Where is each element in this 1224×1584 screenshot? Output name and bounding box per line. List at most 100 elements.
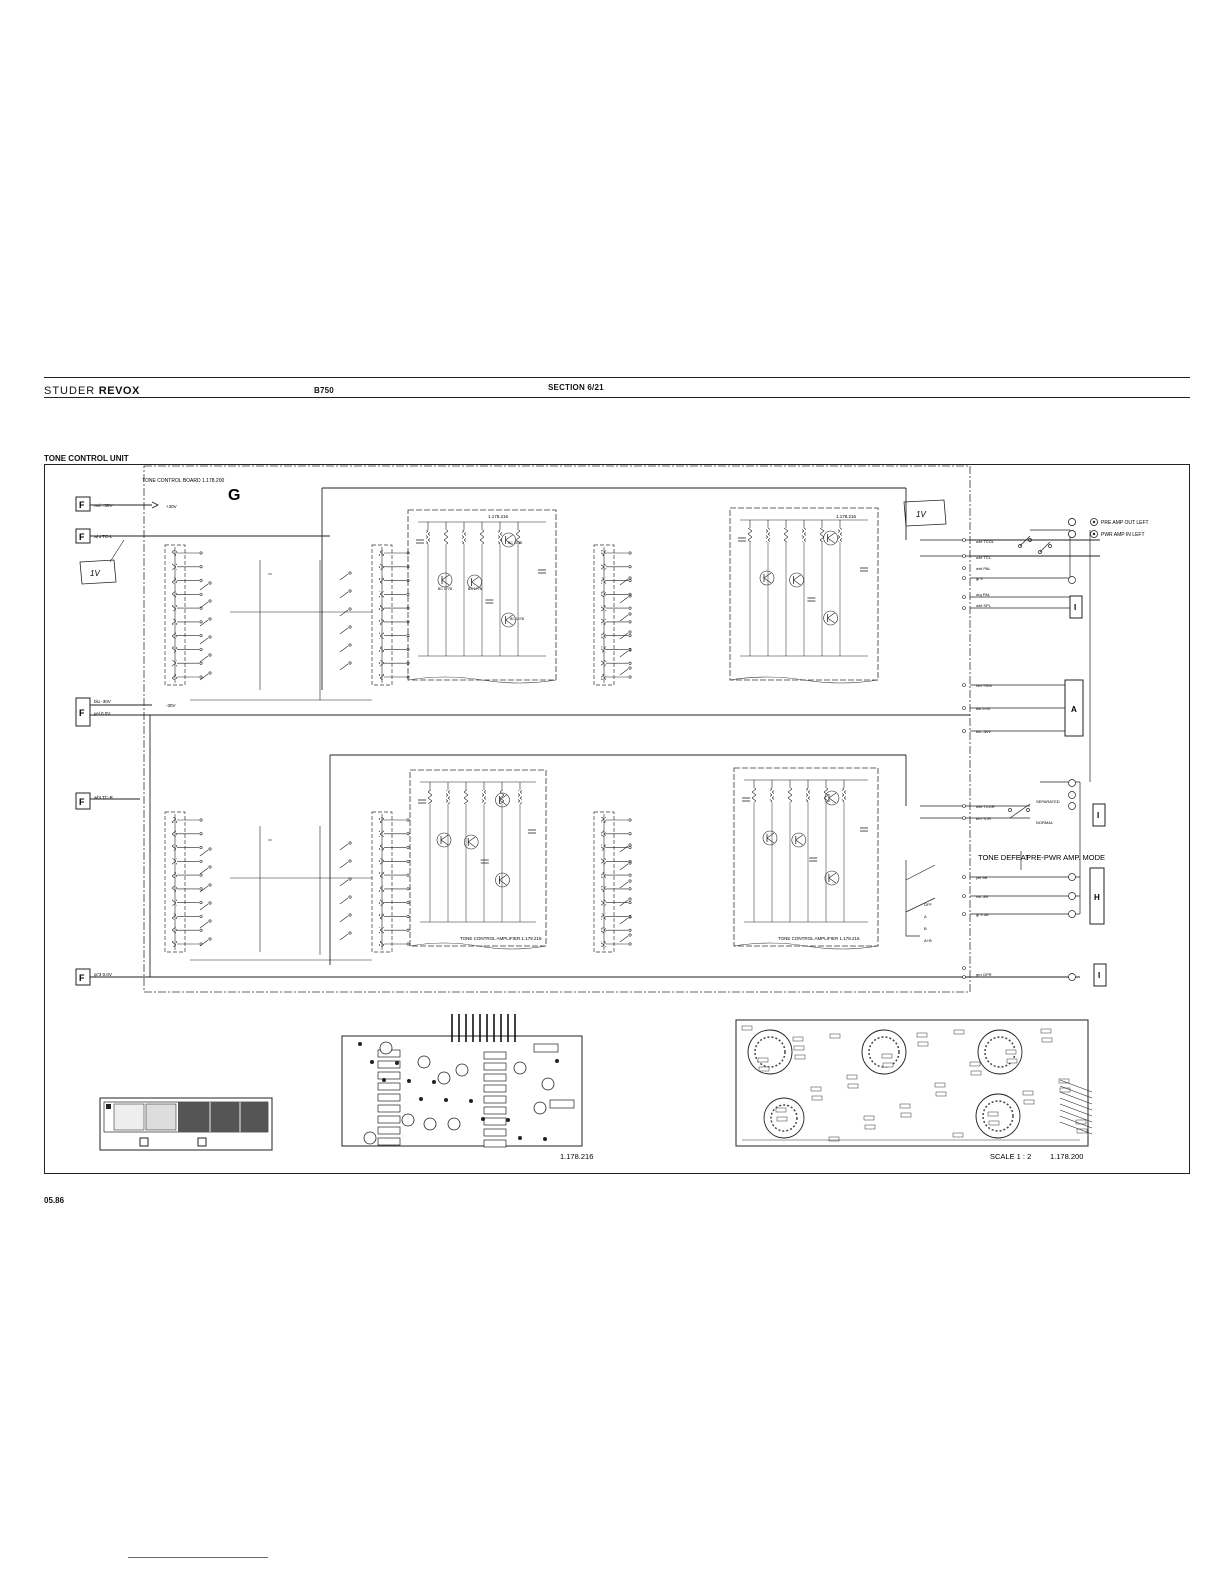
svg-text:yel 5B: yel 5B <box>976 875 987 880</box>
pcb-small: 1.178.216 <box>341 1014 593 1161</box>
brand-studer: STUDER <box>44 385 96 397</box>
svg-text:SEPARATED: SEPARATED <box>1036 799 1060 804</box>
brand-revox: REVOX <box>98 385 140 397</box>
svg-text:red +30V: red +30V <box>94 503 112 508</box>
svg-text:I: I <box>1074 603 1076 612</box>
terminal-pin <box>962 566 966 570</box>
pot-block <box>164 811 203 953</box>
transistor-label: BC 107B <box>508 541 523 545</box>
model-label: B750 <box>314 386 334 395</box>
terminal <box>1068 802 1076 810</box>
amp-label-bottom-right: TONE CONTROL AMPLIFIER 1.178.216 <box>778 936 860 941</box>
svg-text:brn TCR: brn TCR <box>976 816 991 821</box>
right-wiring <box>920 529 1091 915</box>
terminal-pin <box>962 606 966 610</box>
svg-text:wht TC-L: wht TC-L <box>94 534 113 539</box>
svg-text:F: F <box>79 797 85 807</box>
terminal-pin <box>962 683 966 687</box>
svg-text:blu -30V: blu -30V <box>94 699 111 704</box>
terminal <box>1068 518 1076 526</box>
diagram-title: TONE CONTROL UNIT <box>44 454 129 463</box>
note-left: 1V <box>79 539 125 585</box>
terminal-pin <box>962 804 966 808</box>
svg-text:I: I <box>1097 811 1099 820</box>
pot-block <box>371 544 410 686</box>
svg-text:H: H <box>1094 893 1100 902</box>
svg-text:1V: 1V <box>916 510 926 519</box>
svg-text:F: F <box>79 532 85 542</box>
terminal-pin <box>962 912 966 916</box>
terminal-pin <box>962 894 966 898</box>
left-connector-4: F wht TC-R <box>75 792 114 810</box>
amp-label-top-right: 1.178.216 <box>836 514 857 519</box>
terminal <box>1068 873 1076 881</box>
amp-board <box>409 769 547 950</box>
terminal-pin <box>962 966 966 970</box>
date-code: 05.86 <box>44 1196 65 1205</box>
terminal-pin <box>962 975 966 979</box>
pot-block <box>164 544 203 686</box>
svg-text:vio -8V: vio -8V <box>976 894 989 899</box>
svg-text:gr'3: gr'3 <box>976 576 983 581</box>
terminal <box>1068 779 1076 787</box>
amp-label-bottom-left: TONE CONTROL AMPLIFIER 1.178.216 <box>460 936 542 941</box>
supply-rails <box>90 487 1100 978</box>
amp-board <box>407 509 557 684</box>
svg-text:yel 0.0V: yel 0.0V <box>94 711 110 716</box>
terminal-pin <box>962 554 966 558</box>
transistor-label: BC 177B <box>438 587 453 591</box>
pcb-large: SCALE 1 : 2 1.178.200 <box>735 1019 1093 1161</box>
svg-text:A: A <box>924 914 927 919</box>
svg-text:F: F <box>79 500 85 510</box>
svg-text:org PAL: org PAL <box>976 592 991 597</box>
pot-block <box>371 811 410 953</box>
right-connector-1: I <box>1069 595 1083 619</box>
brand-logo: STUDER REVOX <box>44 385 140 397</box>
pcb-large-label: 1.178.200 <box>1050 1152 1083 1161</box>
transistor-label: BC 107B <box>510 617 525 621</box>
switch-wipers <box>619 843 632 943</box>
svg-text:F: F <box>79 973 85 983</box>
terminal-pin <box>962 729 966 733</box>
section-label: SECTION 6/21 <box>548 383 604 392</box>
left-connector-3: F blu -30V yel 0.0V <box>75 697 111 727</box>
svg-text:PRE-PWR AMP. MODE: PRE-PWR AMP. MODE <box>1026 853 1105 862</box>
svg-text:B: B <box>924 926 927 931</box>
output-jack-pre: PRE AMP OUT LEFT <box>1068 518 1149 526</box>
svg-text:blu -30V: blu -30V <box>976 729 991 734</box>
amplifier-boards <box>407 507 879 950</box>
terminal-pin <box>962 816 966 820</box>
terminal <box>1068 973 1076 981</box>
terminal <box>1068 910 1076 918</box>
svg-text:F: F <box>79 708 85 718</box>
terminal <box>1068 530 1076 538</box>
bottom-link-rule <box>128 1557 268 1558</box>
svg-text:gr'3 0.0V: gr'3 0.0V <box>94 972 112 977</box>
svg-text:wht PAL: wht PAL <box>976 566 991 571</box>
mode-labels: TONE DEFEAT PRE-PWR AMP. MODE SEPARATED … <box>924 799 1105 943</box>
svg-text:I: I <box>1098 971 1100 980</box>
transistor-label: BC 177B <box>468 587 483 591</box>
switch-wipers <box>199 581 212 681</box>
pot-block <box>593 544 632 686</box>
pcb-small-label: 1.178.216 <box>560 1152 593 1161</box>
svg-text:blk 0.0V: blk 0.0V <box>976 706 991 711</box>
terminal-pin <box>962 576 966 580</box>
terminal <box>1068 576 1076 584</box>
svg-text:1V: 1V <box>90 569 100 578</box>
svg-text:wht TCL: wht TCL <box>976 555 992 560</box>
front-panel-thumbnail <box>99 1097 273 1151</box>
svg-text:NORMAL: NORMAL <box>1036 820 1054 825</box>
mode-switches <box>905 535 1052 937</box>
svg-text:gr'3 5A: gr'3 5A <box>976 912 989 917</box>
board-label: TONE CONTROL BOARD 1.178.200 <box>142 478 224 484</box>
terminal <box>1068 892 1076 900</box>
svg-text:grn GPR: grn GPR <box>976 972 992 977</box>
right-connector-4: H <box>1089 867 1105 925</box>
left-connector-1: F red +30V <box>75 496 112 512</box>
switch-wipers <box>619 576 632 676</box>
pot-block <box>593 811 632 953</box>
svg-text:A+B: A+B <box>924 938 932 943</box>
left-connector-2: F wht TC-L <box>75 528 113 544</box>
